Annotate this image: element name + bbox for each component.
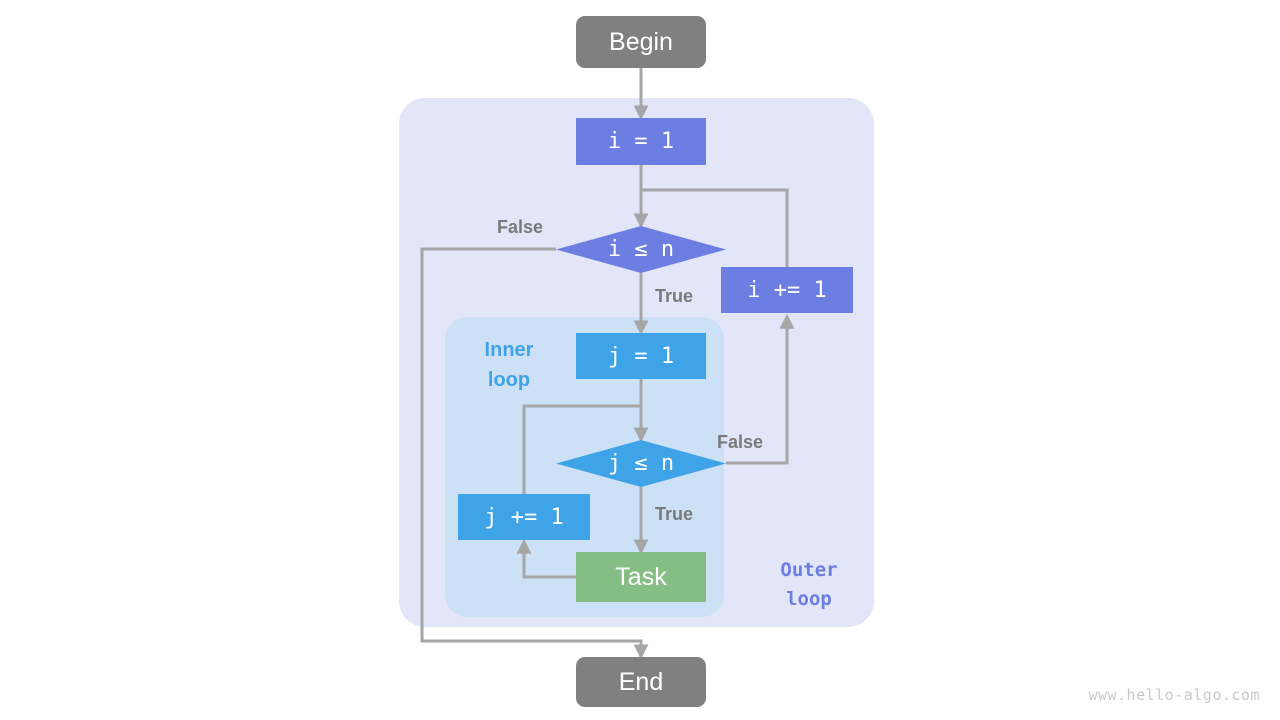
node-init-j[interactable]: j = 1: [576, 333, 706, 379]
node-end-label: End: [618, 667, 664, 696]
node-cond-i[interactable]: i ≤ n: [556, 226, 726, 273]
node-inc-i-label: i += 1: [747, 277, 827, 303]
node-end[interactable]: End: [576, 657, 706, 707]
node-cond-j[interactable]: j ≤ n: [556, 440, 726, 487]
node-task[interactable]: Task: [576, 552, 706, 602]
node-cond-j-label: j ≤ n: [607, 451, 675, 476]
node-inc-j-label: j += 1: [484, 504, 564, 530]
edge-label-cond-i-false: False: [497, 217, 544, 237]
edge-label-cond-j-true: True: [655, 504, 694, 524]
inner-loop-label: Inner loop: [484, 339, 534, 391]
node-begin[interactable]: Begin: [576, 16, 706, 68]
node-init-j-label: j = 1: [607, 343, 675, 369]
node-task-label: Task: [615, 562, 667, 591]
watermark: www.hello-algo.com: [1088, 686, 1260, 704]
node-init-i-label: i = 1: [607, 129, 675, 154]
node-inc-i[interactable]: i += 1: [721, 267, 853, 313]
edge-label-cond-j-false: False: [717, 432, 764, 452]
node-begin-label: Begin: [609, 27, 673, 56]
node-init-i[interactable]: i = 1: [576, 118, 706, 165]
node-inc-j[interactable]: j += 1: [458, 494, 590, 540]
edge-label-cond-i-true: True: [655, 286, 694, 306]
outer-loop-label: Outer loop: [780, 559, 838, 610]
node-cond-i-label: i ≤ n: [607, 237, 675, 262]
